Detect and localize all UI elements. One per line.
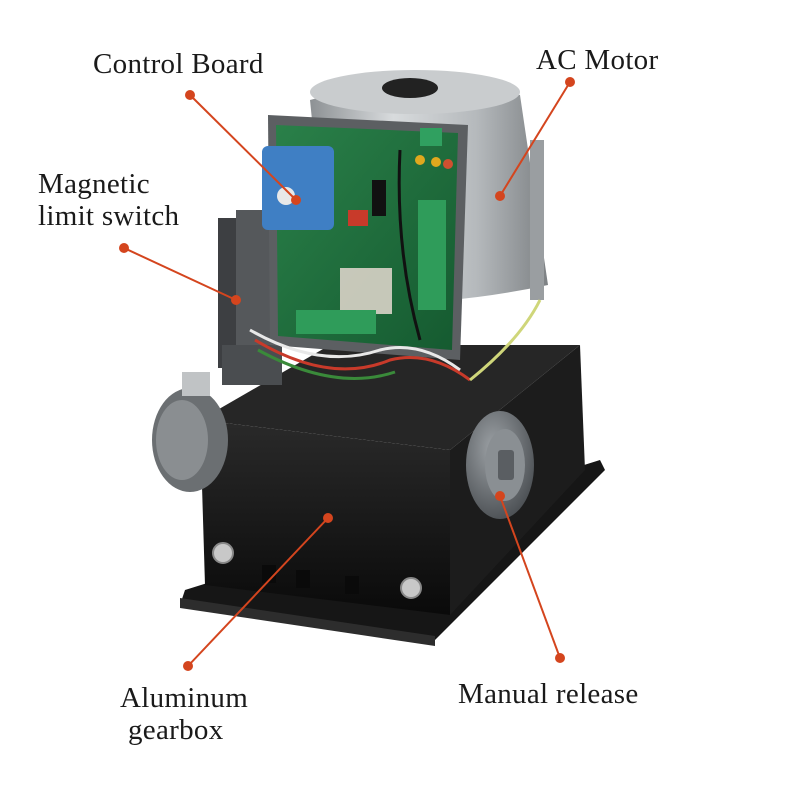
callout-aluminum-gearbox	[183, 513, 333, 671]
manual-release-knob	[466, 411, 534, 519]
callout-manual-release	[495, 491, 565, 663]
bolt	[212, 542, 234, 564]
label-manual-release: Manual release	[458, 678, 639, 710]
drive-cylinder	[152, 372, 228, 492]
limit-switch-bracket	[218, 210, 282, 385]
label-aluminum-line2: gearbox	[128, 714, 224, 746]
callout-control-board	[185, 90, 301, 205]
label-magnetic-line2: limit switch	[38, 200, 180, 232]
callout-magnetic-limit-switch	[119, 243, 241, 305]
bolt	[400, 577, 422, 599]
wires	[249, 149, 542, 382]
callout-ac-motor	[495, 77, 575, 201]
control-board	[262, 115, 468, 360]
transformer	[262, 146, 334, 230]
label-aluminum-line1: Aluminum	[120, 682, 249, 714]
label-ac-motor: AC Motor	[536, 44, 659, 76]
label-control-board: Control Board	[93, 48, 264, 80]
label-magnetic-line1: Magnetic	[38, 168, 150, 200]
